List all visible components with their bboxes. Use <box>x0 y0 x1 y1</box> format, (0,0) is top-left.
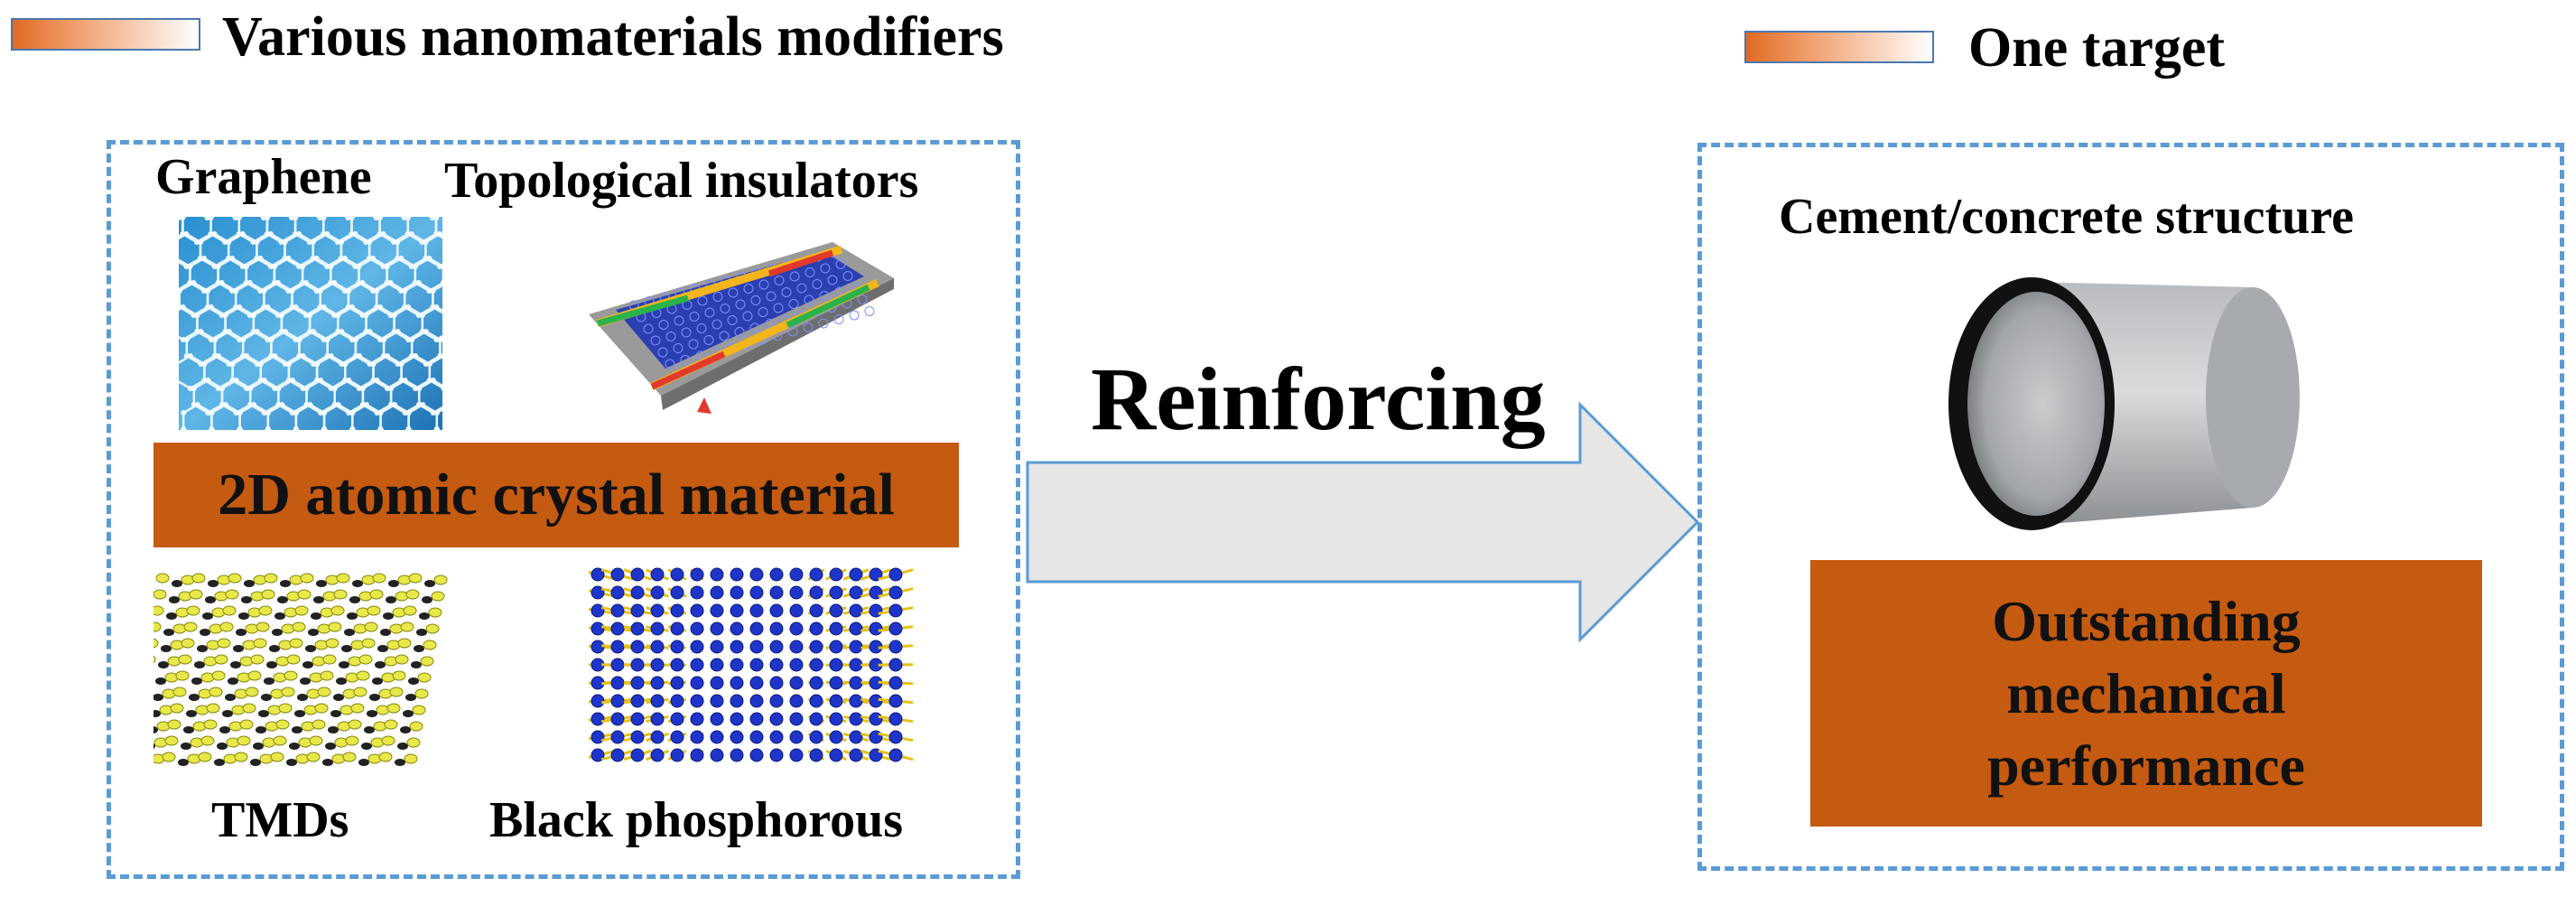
legend-right-text: One target <box>1968 17 2226 79</box>
reinforcing-label: Reinforcing <box>1091 349 1546 449</box>
reinforcing-arrow <box>1020 397 1706 650</box>
tmds-image <box>153 569 465 781</box>
topological-insulator-image <box>562 233 894 423</box>
concrete-pipe-image <box>1941 271 2320 533</box>
structure-label: Cement/concrete structure <box>1779 189 2354 245</box>
target-panel <box>1697 143 2564 871</box>
graphene-label: Graphene <box>155 149 372 205</box>
legend-swatch-left <box>11 18 200 51</box>
nanomaterials-panel <box>107 140 1020 879</box>
legend-swatch-right <box>1744 31 1934 63</box>
crystal-material-text: 2D atomic crystal material <box>218 462 895 528</box>
black-phosphorous-label: Black phosphorous <box>489 792 904 848</box>
performance-line-2: mechanical <box>2006 660 2286 725</box>
performance-line-3: performance <box>1987 733 2305 798</box>
performance-banner: Outstanding mechanical performance <box>1810 560 2482 827</box>
legend-left-text: Various nanomaterials modifiers <box>222 6 1004 68</box>
graphene-image <box>179 217 442 430</box>
tmds-label: TMDs <box>211 792 349 848</box>
performance-line-1: Outstanding <box>1992 588 2301 653</box>
topological-label: Topological insulators <box>444 153 919 209</box>
black-phosphorous-image <box>589 567 914 773</box>
crystal-material-banner: 2D atomic crystal material <box>153 443 959 547</box>
